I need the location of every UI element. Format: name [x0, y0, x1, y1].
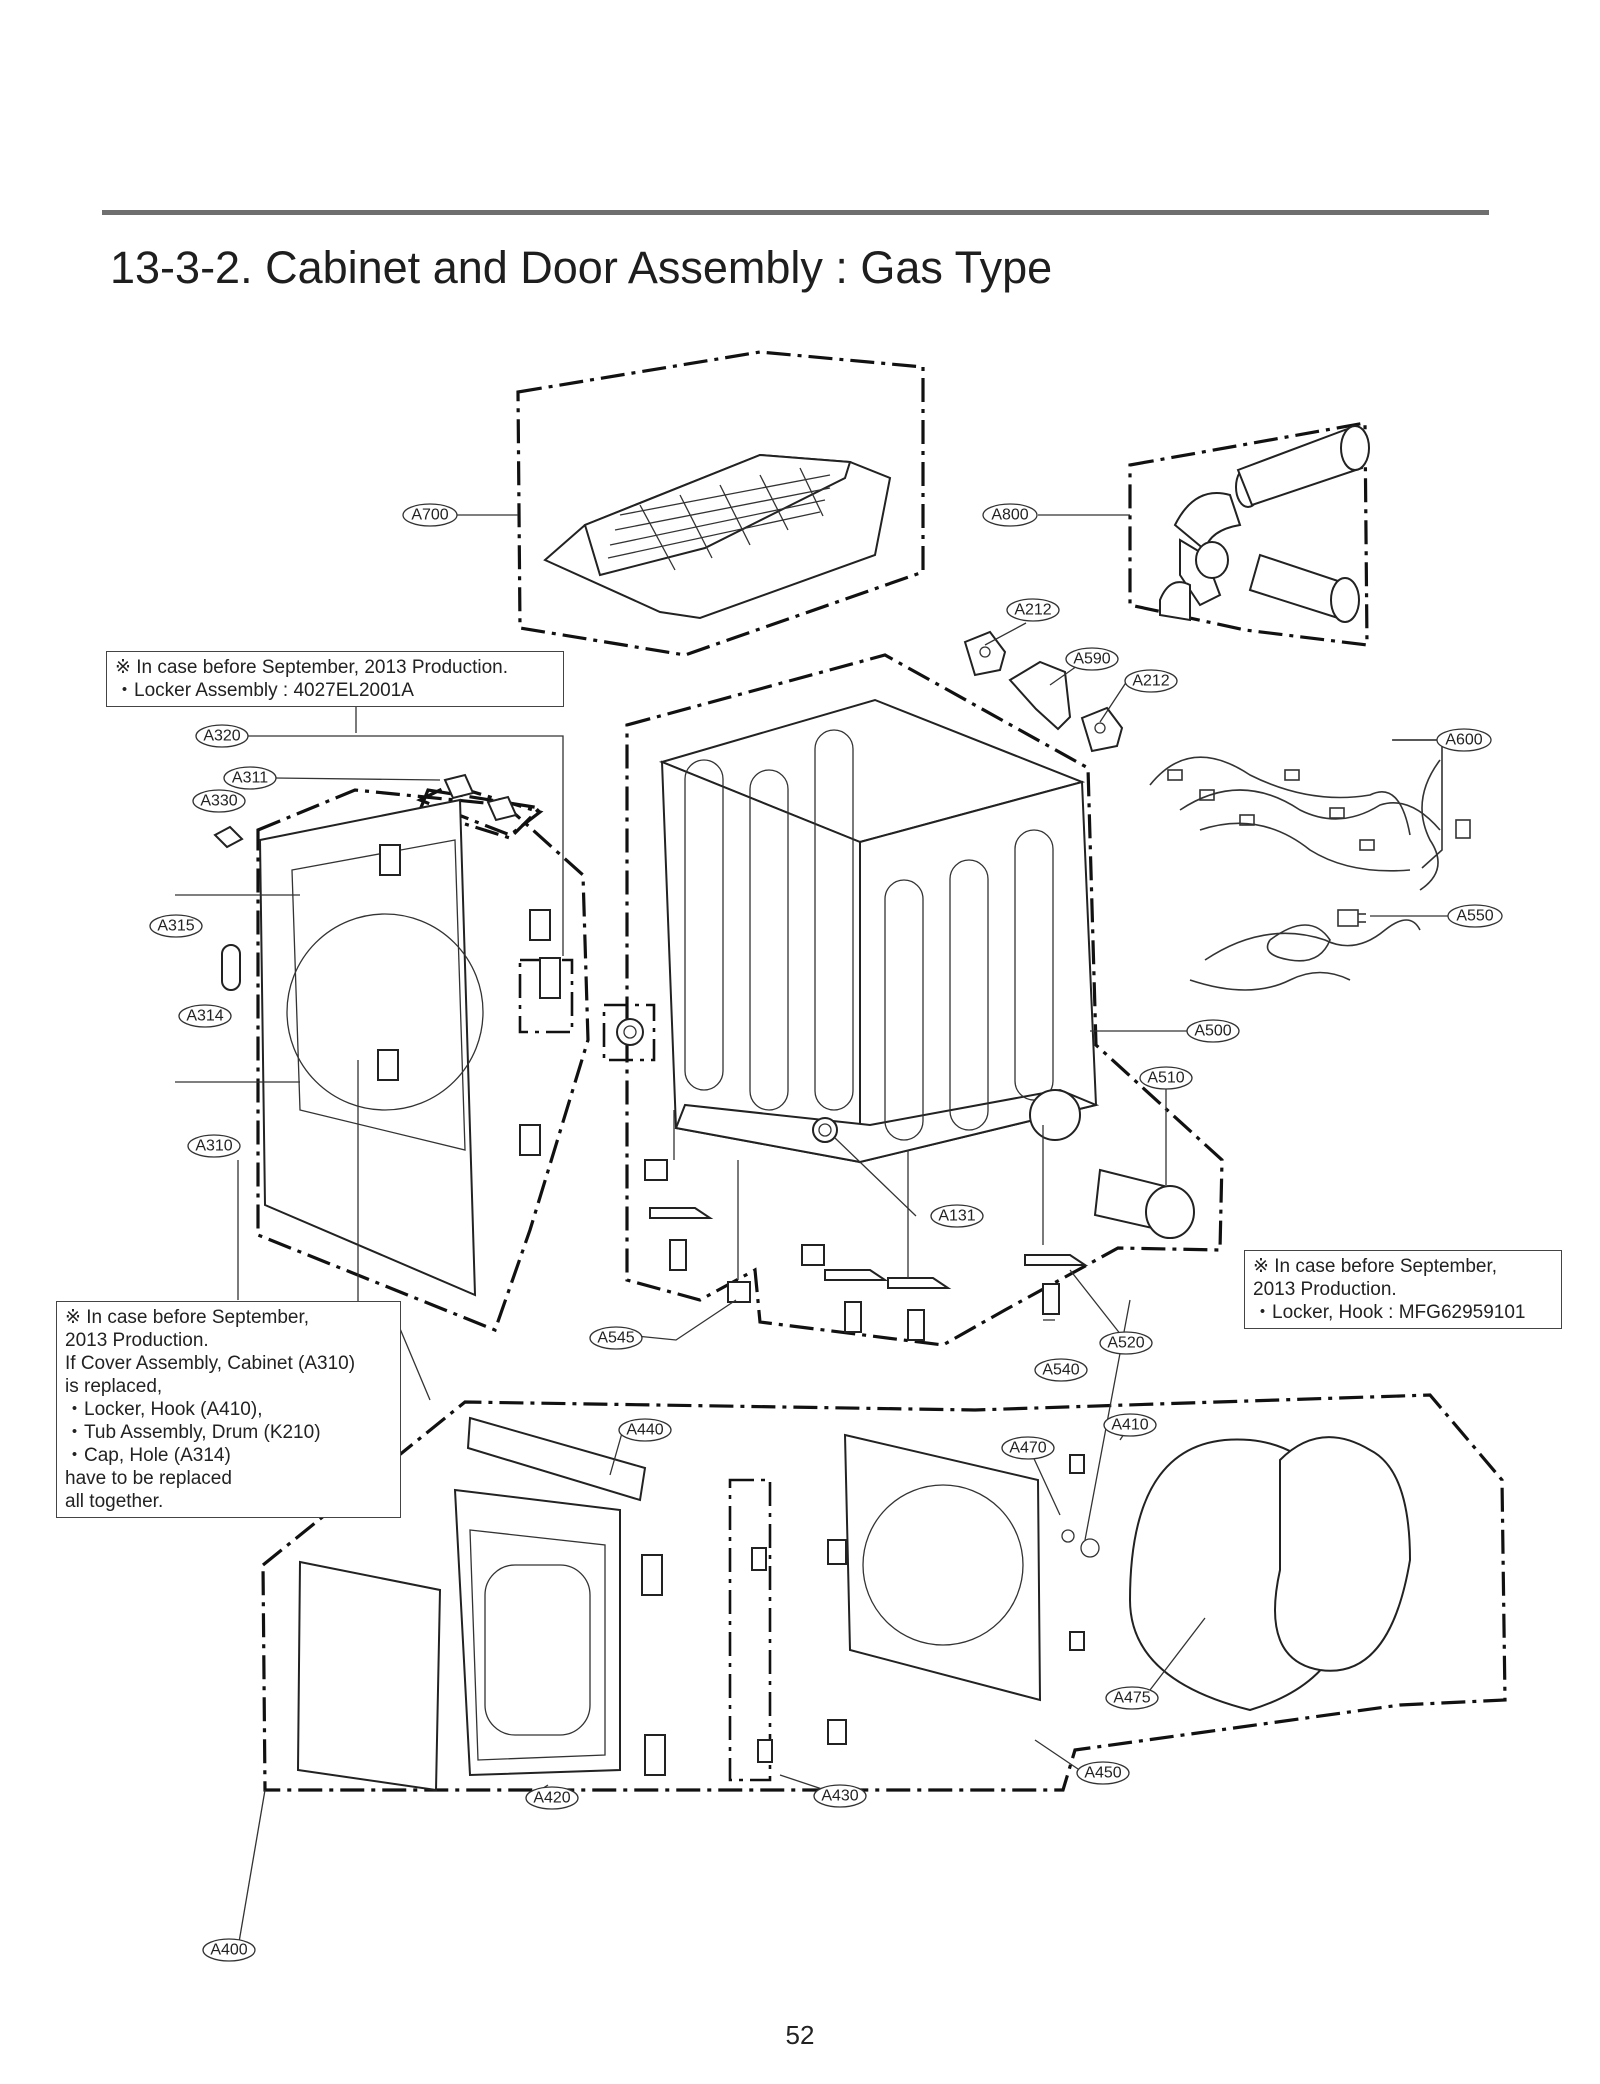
- svg-text:A500: A500: [1194, 1023, 1231, 1040]
- svg-text:A800: A800: [991, 507, 1028, 524]
- svg-text:A440: A440: [626, 1422, 663, 1439]
- top-cover-part: [543, 453, 892, 620]
- label-A600: A600: [1436, 728, 1492, 752]
- label-A700: A700: [402, 503, 458, 527]
- note-line: ・Tub Assembly, Drum (K210): [65, 1422, 321, 1443]
- note-locker-hook: ※ In case before September, 2013 Product…: [1244, 1250, 1562, 1329]
- svg-text:A540: A540: [1042, 1362, 1079, 1379]
- note-line: have to be replaced: [65, 1468, 232, 1489]
- svg-text:A315: A315: [157, 918, 194, 935]
- svg-text:A420: A420: [533, 1790, 570, 1807]
- note-line: ・Locker, Hook (A410),: [65, 1399, 263, 1420]
- label-A540: A540: [1034, 1358, 1088, 1382]
- group-duct: [1128, 421, 1369, 647]
- svg-text:A430: A430: [821, 1788, 858, 1805]
- group-cabinet: [625, 653, 1224, 1347]
- wire-harness: [1149, 739, 1471, 991]
- exhaust-duct: [1093, 1168, 1195, 1239]
- svg-text:A510: A510: [1147, 1070, 1184, 1087]
- group-locker-box: [518, 958, 574, 1034]
- label-A320: A320: [195, 724, 249, 748]
- group-locker: [416, 783, 544, 837]
- note-line: ・Locker Assembly : 4027EL2001A: [115, 680, 414, 701]
- front-cover-part: [175, 773, 561, 1297]
- svg-text:A330: A330: [200, 793, 237, 810]
- cabinet-small-parts: [616, 1018, 1089, 1341]
- svg-text:A600: A600: [1445, 732, 1482, 749]
- label-A520: A520: [1099, 1331, 1153, 1355]
- svg-text:A212: A212: [1132, 673, 1169, 690]
- label-A545: A545: [589, 1326, 643, 1350]
- door-parts: [296, 1416, 1412, 1792]
- group-hook-box: [602, 1003, 656, 1062]
- svg-text:A310: A310: [195, 1138, 232, 1155]
- duct-parts: [1159, 425, 1370, 623]
- group-hinge: [728, 1478, 772, 1782]
- page-number: 52: [785, 2020, 815, 2050]
- note-locker-assembly: ※ In case before September, 2013 Product…: [106, 651, 564, 707]
- svg-text:A700: A700: [411, 507, 448, 524]
- note-line: all together.: [65, 1491, 164, 1512]
- label-A510: A510: [1139, 1066, 1193, 1090]
- cabinet-part: [658, 698, 1100, 1164]
- leader-lines: [237, 514, 1448, 1949]
- note-line: is replaced,: [65, 1376, 163, 1397]
- label-A470: A470: [1001, 1436, 1055, 1460]
- svg-text:A131: A131: [938, 1208, 975, 1225]
- label-A330: A330: [192, 789, 246, 813]
- label-A311: A311: [223, 766, 277, 790]
- note-cover-assembly: ※ In case before September, 2013 Product…: [56, 1301, 401, 1518]
- svg-text:A311: A311: [232, 770, 268, 787]
- label-A212-2: A212: [1124, 669, 1178, 693]
- svg-text:A590: A590: [1073, 651, 1110, 668]
- label-A500: A500: [1186, 1019, 1240, 1043]
- note-line: If Cover Assembly, Cabinet (A310): [65, 1353, 356, 1374]
- label-A212: A212: [1006, 598, 1060, 622]
- label-A310: A310: [187, 1134, 241, 1158]
- svg-text:A450: A450: [1084, 1765, 1121, 1782]
- label-A315: A315: [149, 914, 203, 938]
- label-A550: A550: [1447, 904, 1503, 928]
- group-door: [261, 1393, 1507, 1792]
- svg-text:A320: A320: [203, 728, 240, 745]
- group-cover-cabinet: [256, 788, 590, 1333]
- label-A410: A410: [1103, 1413, 1157, 1437]
- svg-text:A212: A212: [1014, 602, 1051, 619]
- svg-text:A314: A314: [186, 1008, 223, 1025]
- note-line: ・Locker, Hook : MFG62959101: [1253, 1302, 1526, 1323]
- label-A440: A440: [618, 1418, 672, 1442]
- label-A430: A430: [813, 1784, 867, 1808]
- note-line: ・Cap, Hole (A314): [65, 1445, 231, 1466]
- svg-text:A545: A545: [597, 1330, 634, 1347]
- label-A590: A590: [1065, 647, 1119, 671]
- label-A475: A475: [1105, 1686, 1159, 1710]
- note-line: 2013 Production.: [1253, 1279, 1397, 1300]
- svg-text:A410: A410: [1111, 1417, 1148, 1434]
- svg-text:A520: A520: [1107, 1335, 1144, 1352]
- label-A131: A131: [930, 1204, 984, 1228]
- note-line: ※ In case before September, 2013 Product…: [115, 657, 508, 678]
- note-line: ※ In case before September,: [65, 1307, 310, 1328]
- label-A800: A800: [982, 503, 1038, 527]
- svg-text:A475: A475: [1113, 1690, 1150, 1707]
- svg-text:A550: A550: [1456, 908, 1493, 925]
- title-rule: [102, 210, 1489, 215]
- label-A450: A450: [1076, 1761, 1130, 1785]
- label-A314: A314: [178, 1004, 232, 1028]
- page-title: 13-3-2. Cabinet and Door Assembly : Gas …: [110, 242, 1053, 293]
- svg-text:A400: A400: [210, 1942, 247, 1959]
- note-line: ※ In case before September,: [1253, 1256, 1498, 1277]
- note-line: 2013 Production.: [65, 1330, 209, 1351]
- label-A420: A420: [525, 1786, 579, 1810]
- svg-text:A470: A470: [1009, 1440, 1046, 1457]
- thermostat-parts: [963, 630, 1124, 753]
- label-A400: A400: [202, 1938, 256, 1962]
